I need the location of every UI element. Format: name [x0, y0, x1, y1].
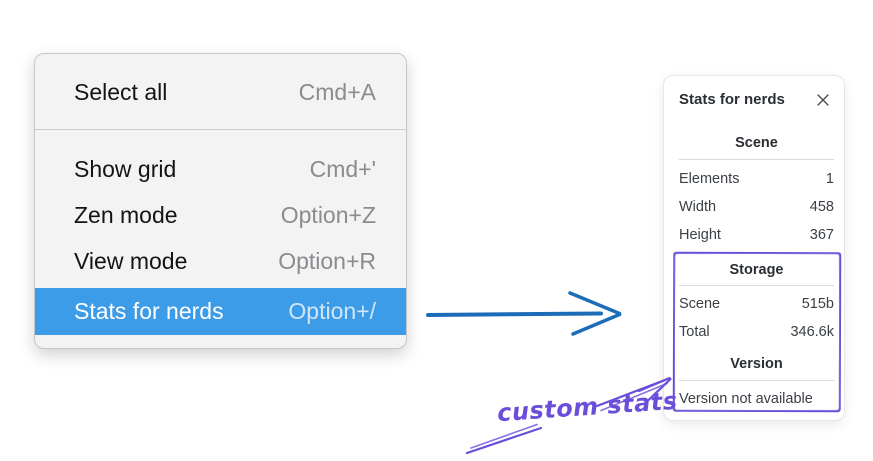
stat-row-width: Width 458 — [679, 193, 834, 221]
annotation-box — [672, 251, 842, 413]
stat-label: Elements — [679, 171, 740, 187]
annotation-label: custom stats — [496, 386, 679, 428]
menu-item-zen-mode[interactable]: Zen mode Option+Z — [35, 192, 406, 238]
stat-row-scene-storage: Scene 515b — [679, 290, 834, 318]
divider — [679, 285, 834, 286]
scene-rows: Elements 1 Width 458 Height 367 — [679, 165, 834, 249]
menu-item-shortcut: Option+/ — [288, 298, 376, 324]
menu-item-shortcut: Option+Z — [280, 201, 376, 228]
stat-value: 367 — [809, 227, 834, 243]
storage-rows: Scene 515b Total 346.6k — [679, 290, 834, 346]
menu-item-label: Show grid — [74, 155, 177, 182]
stats-panel-title: Stats for nerds — [679, 91, 785, 108]
menu-separator — [35, 129, 406, 130]
menu-item-label: Stats for nerds — [74, 298, 224, 324]
menu-item-view-mode[interactable]: View mode Option+R — [35, 238, 406, 284]
section-heading-storage: Storage — [729, 262, 784, 278]
stat-value: 458 — [809, 199, 834, 215]
divider — [679, 380, 834, 381]
version-note: Version not available — [679, 391, 813, 407]
stat-label: Scene — [679, 296, 721, 312]
menu-item-select-all[interactable]: Select all Cmd+A — [35, 64, 406, 120]
menu-item-shortcut: Cmd+A — [298, 78, 376, 105]
menu-group: Show grid Cmd+' Zen mode Option+Z View m… — [35, 130, 406, 335]
close-icon[interactable] — [814, 91, 832, 109]
stat-row-height: Height 367 — [679, 221, 834, 249]
stats-panel: Stats for nerds Scene Elements 1 Width 4… — [663, 75, 845, 421]
stat-row-elements: Elements 1 — [679, 165, 834, 193]
menu-item-shortcut: Cmd+' — [309, 155, 376, 182]
menu-item-label: Select all — [74, 78, 168, 105]
stat-label: Total — [679, 324, 710, 340]
stat-label: Height — [679, 227, 721, 243]
annotation-box-sketch-line — [673, 252, 841, 412]
context-menu: Select all Cmd+A Show grid Cmd+' Zen mod… — [34, 53, 407, 349]
menu-item-label: View mode — [74, 247, 188, 274]
menu-item-show-grid[interactable]: Show grid Cmd+' — [35, 146, 406, 192]
stat-label: Width — [679, 199, 717, 215]
stat-row-total-storage: Total 346.6k — [679, 318, 834, 346]
section-heading-scene: Scene — [735, 135, 778, 151]
stats-panel-header: Stats for nerds — [679, 90, 834, 110]
section-heading-version: Version — [730, 356, 783, 372]
menu-item-label: Zen mode — [74, 201, 178, 228]
divider — [679, 159, 834, 160]
stat-value: 515b — [801, 296, 834, 312]
stat-value: 346.6k — [790, 324, 834, 340]
menu-item-shortcut: Option+R — [278, 247, 376, 274]
stat-value: 1 — [825, 171, 834, 187]
menu-item-stats-for-nerds[interactable]: Stats for nerds Option+/ — [35, 288, 406, 335]
